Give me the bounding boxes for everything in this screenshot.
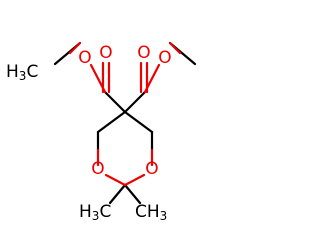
methyl-top-left-count: 3 — [19, 69, 27, 83]
bond-carbonyl-to-ester-oxygen-right — [143, 63, 161, 94]
atom-o-ring-right: O — [145, 159, 158, 179]
methyl-label-bottom-left: H3C — [79, 202, 111, 223]
bond-ethyl-to-ester-oxygen-left — [68, 41, 82, 55]
atom-o-carbonyl-left: O — [99, 43, 112, 63]
bond-ketal-to-methyl-left — [108, 183, 127, 205]
methyl-top-left-h: H — [6, 62, 19, 82]
methyl-bottom-left-c: C — [99, 202, 111, 222]
methyl-label-top-left: H3C — [6, 62, 38, 83]
bond-ester-oxygen-to-ethyl-right — [168, 41, 182, 55]
methyl-bottom-right-c: C — [135, 202, 147, 222]
bond-carbonyl-right-to-quaternary — [123, 90, 147, 114]
bond-ring-oxygen-right-to-ketal — [123, 173, 146, 187]
atom-o-carbonyl-right: O — [137, 43, 150, 63]
methyl-bottom-left-count: 3 — [92, 209, 100, 223]
bond-carbonyl-left-to-quaternary — [103, 90, 127, 114]
atom-o-ester-left: O — [78, 48, 91, 68]
structure-diagram: O O O O O O H3C H3C CH3 — [6, 41, 197, 223]
methyl-label-bottom-right: CH3 — [135, 202, 167, 223]
atom-o-ring-left: O — [91, 159, 104, 179]
oxygen-atoms: O O O O O O — [78, 43, 171, 179]
methyl-bottom-right-h: H — [147, 202, 160, 222]
oxygen-bonds — [68, 41, 182, 187]
atom-o-ester-right: O — [158, 48, 171, 68]
carbon-bonds — [53, 41, 197, 205]
bond-ring-oxygen-left-to-ketal — [104, 173, 127, 187]
methyl-bottom-right-count: 3 — [160, 209, 168, 223]
bond-quaternary-to-ring-left — [96, 110, 127, 134]
methyl-top-left-c: C — [26, 62, 38, 82]
bond-ketal-to-methyl-right — [123, 183, 142, 205]
bond-quaternary-to-ring-right — [123, 110, 154, 134]
methyl-bottom-left-h: H — [79, 202, 92, 222]
